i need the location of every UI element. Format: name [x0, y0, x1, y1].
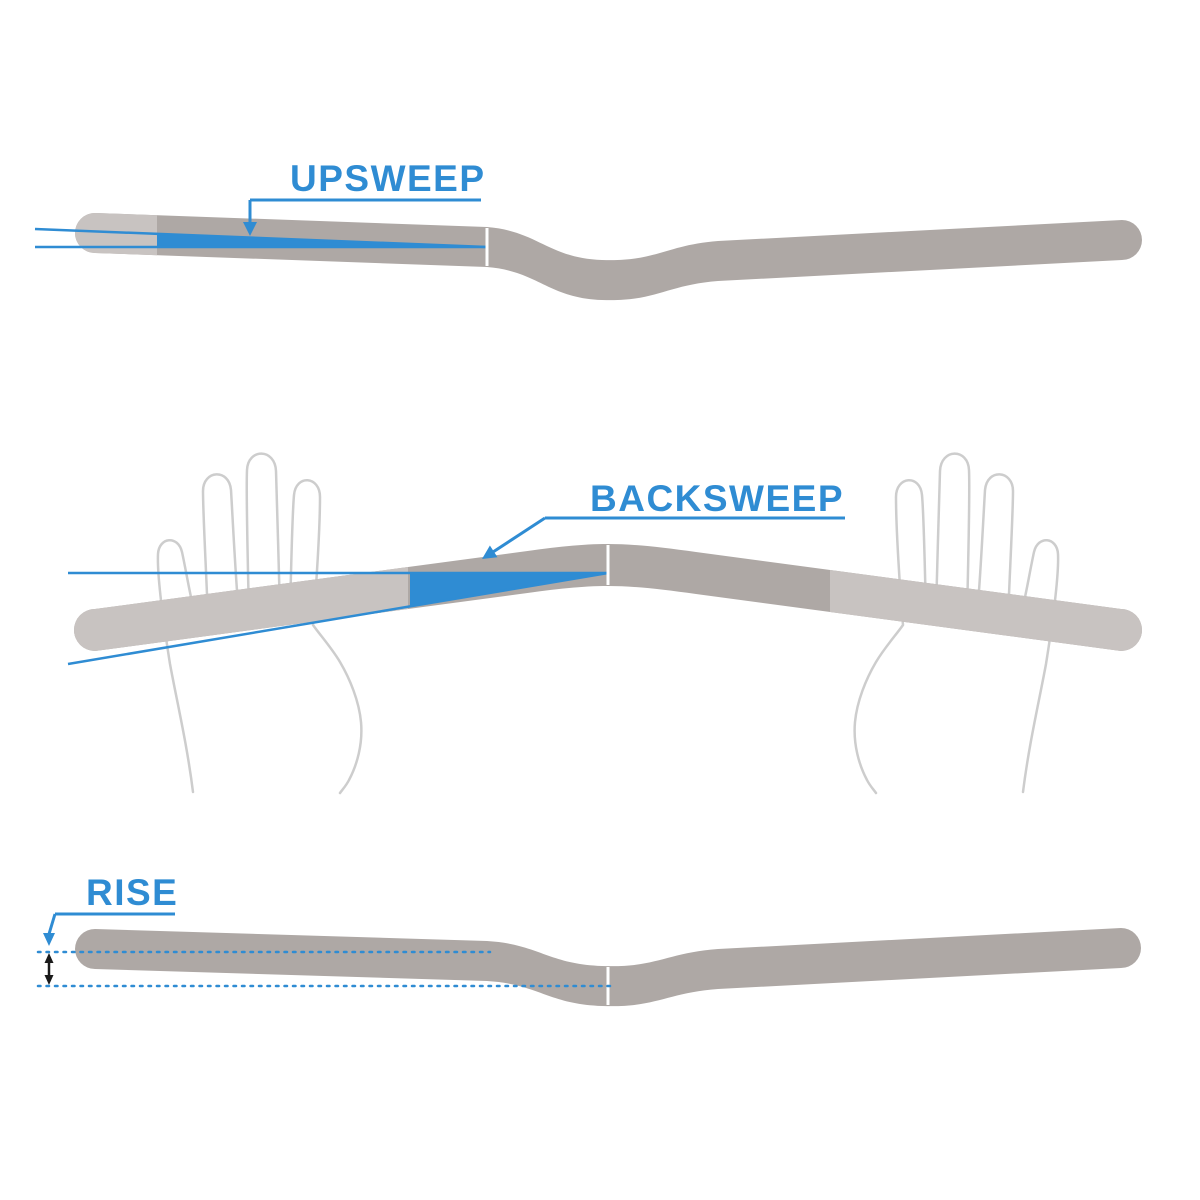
upsweep-diagram: UPSWEEP: [34, 158, 1142, 301]
handlebar-front-view: [75, 213, 1142, 301]
upsweep-label: UPSWEEP: [290, 158, 486, 199]
rise-label: RISE: [86, 872, 178, 913]
backsweep-grip-axis-line: [67, 571, 609, 666]
arrow-down-icon: [243, 222, 257, 236]
double-arrow-vertical-icon-bottom: [44, 975, 54, 985]
backsweep-diagram: BACKSWEEP: [67, 452, 1142, 795]
rise-diagram: RISE: [36, 872, 1141, 1007]
rise-pointer-line: [47, 913, 57, 935]
upsweep-grip-axis-line: [34, 227, 488, 249]
arrow-diagonal-icon: [482, 545, 498, 559]
arrow-down-icon: [43, 933, 55, 946]
grip-highlight-left: [75, 213, 157, 256]
grip-highlight-left: [74, 567, 408, 651]
double-arrow-vertical-icon-top: [44, 953, 54, 963]
backsweep-label: BACKSWEEP: [590, 478, 844, 519]
backsweep-pointer-line: [492, 516, 546, 554]
grip-highlight-right: [830, 570, 1142, 651]
